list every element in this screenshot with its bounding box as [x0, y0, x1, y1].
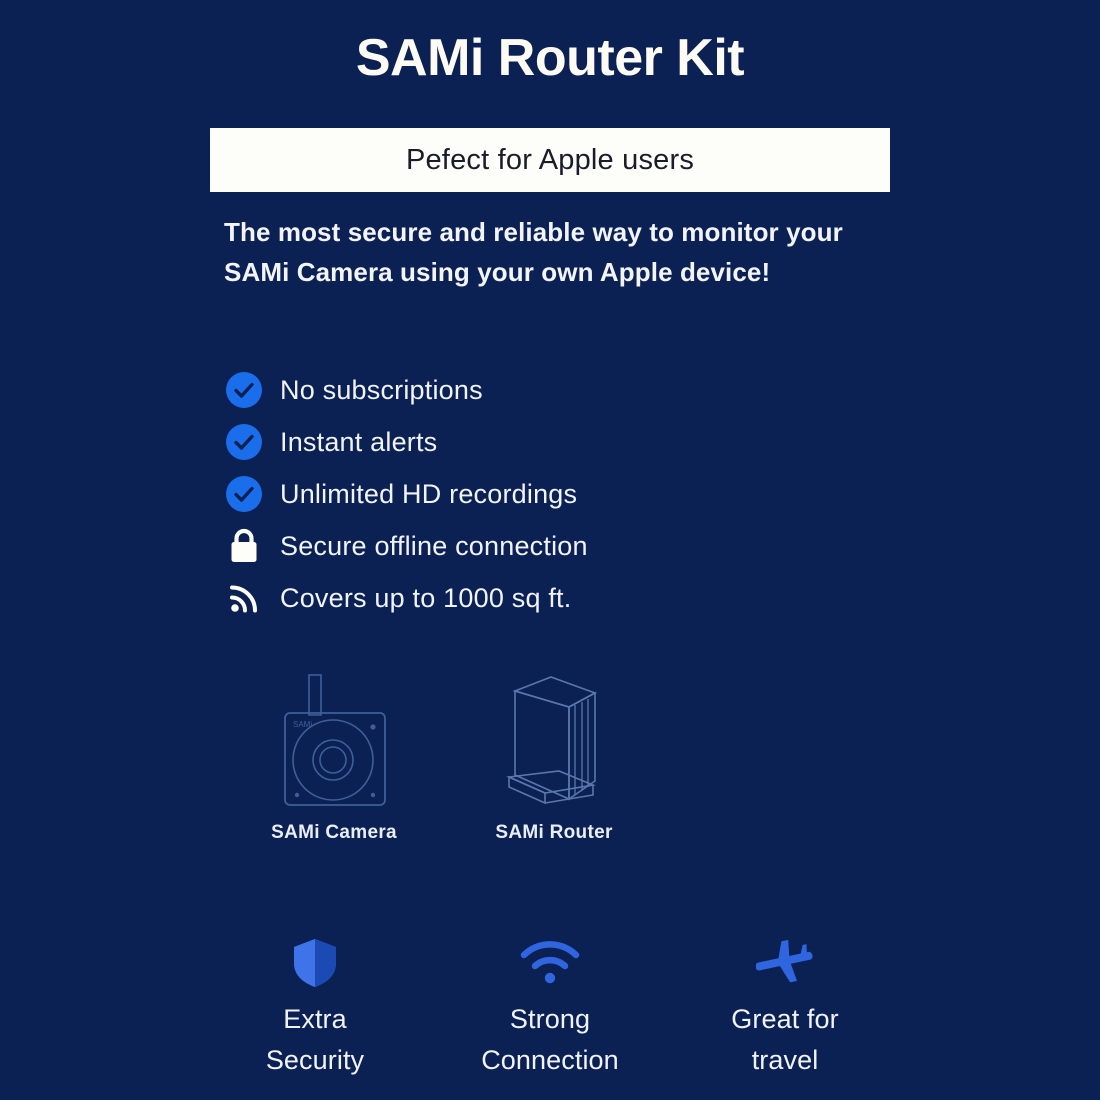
product-router: SAMi Router [444, 665, 664, 844]
benefit-label-line2: Connection [481, 1045, 619, 1075]
camera-illustration: SAMi [224, 665, 444, 810]
camera-brand-label: SAMi [293, 720, 312, 729]
benefits-row: Extra Security Strong Connection [200, 935, 900, 1081]
feature-label: No subscriptions [280, 374, 483, 405]
airplane-icon [670, 935, 900, 991]
feature-item: Unlimited HD recordings [222, 468, 822, 520]
product-label: SAMi Camera [271, 822, 397, 843]
benefit-extra-security: Extra Security [200, 935, 430, 1081]
signal-icon [222, 576, 266, 620]
shield-icon [200, 935, 430, 991]
feature-label: Covers up to 1000 sq ft. [280, 582, 572, 613]
feature-item: Secure offline connection [222, 520, 822, 572]
benefit-label-line1: Extra [283, 1004, 347, 1034]
headline-banner-text: Pefect for Apple users [405, 143, 695, 176]
product-illustrations: SAMi SAMi Camera [224, 665, 744, 855]
description-text: The most secure and reliable way to moni… [224, 217, 843, 287]
benefit-label-line1: Strong [509, 1004, 591, 1034]
check-circle-icon [222, 420, 266, 464]
benefit-great-for-travel: Great for travel [670, 935, 900, 1081]
wifi-icon [435, 935, 665, 991]
check-circle-icon [222, 472, 266, 516]
product-label: SAMi Router [495, 822, 613, 843]
benefit-label-line2: travel [751, 1045, 819, 1075]
page-title: SAMi Router Kit [355, 29, 745, 87]
feature-item: Covers up to 1000 sq ft. [222, 572, 822, 624]
feature-list: No subscriptions Instant alerts Unlimite… [222, 364, 822, 624]
headline-banner: Pefect for Apple users [210, 128, 890, 192]
lock-icon [222, 524, 266, 568]
feature-label: Unlimited HD recordings [280, 478, 578, 509]
check-circle-icon [222, 368, 266, 412]
benefit-label-line2: Security [265, 1045, 365, 1075]
product-camera: SAMi SAMi Camera [224, 665, 444, 844]
router-illustration [444, 665, 664, 810]
benefit-strong-connection: Strong Connection [435, 935, 665, 1081]
feature-label: Secure offline connection [280, 530, 588, 561]
feature-item: No subscriptions [222, 364, 822, 416]
feature-label: Instant alerts [280, 426, 438, 457]
benefit-label-line1: Great for [731, 1004, 839, 1034]
feature-item: Instant alerts [222, 416, 822, 468]
